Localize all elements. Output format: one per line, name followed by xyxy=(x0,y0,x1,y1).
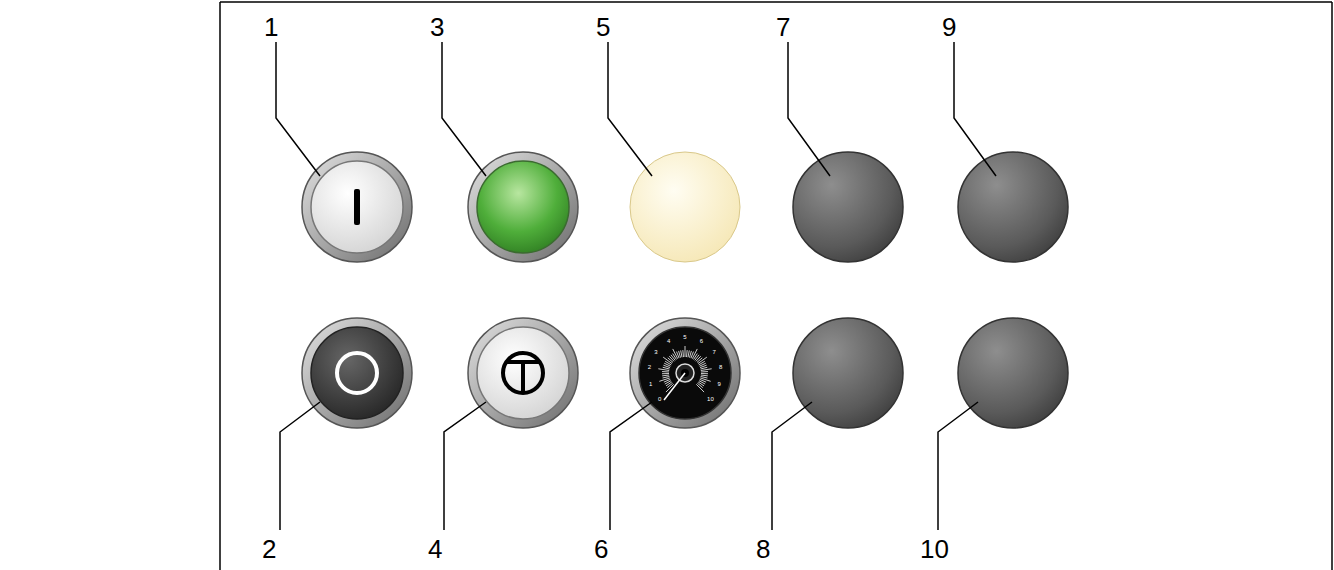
dial-scale-number: 7 xyxy=(713,349,716,355)
dial-tick xyxy=(658,369,669,371)
frame-line xyxy=(219,2,221,570)
dial-tick xyxy=(667,383,672,387)
dial-tick xyxy=(700,378,710,381)
dial-scale-number: 4 xyxy=(667,338,670,344)
blank-plug xyxy=(958,318,1068,428)
callout-number: 9 xyxy=(942,14,956,40)
dial-scale-number: 9 xyxy=(718,381,721,387)
dial-tick xyxy=(701,375,708,377)
dial-tick xyxy=(701,367,708,369)
callout-number: 2 xyxy=(262,536,276,562)
dial-tick xyxy=(671,355,675,361)
dial-tick xyxy=(696,356,701,361)
callout-number: 8 xyxy=(756,536,770,562)
dial-tick xyxy=(659,378,669,381)
frame-line xyxy=(220,1,1332,3)
blank-plug xyxy=(793,318,903,428)
green-lamp xyxy=(468,152,578,262)
dial-tick xyxy=(701,371,708,372)
dial-tick xyxy=(668,358,673,363)
dial-tick xyxy=(698,382,704,386)
dial-tick xyxy=(662,371,669,372)
dial-tick xyxy=(694,354,698,360)
dial-tick xyxy=(688,350,689,357)
dial-tick xyxy=(685,346,686,357)
dial-tick xyxy=(695,355,699,361)
dial-tick xyxy=(696,384,704,392)
dial-tick xyxy=(679,351,681,358)
dial-tick xyxy=(697,383,702,387)
dial-tick xyxy=(662,375,669,377)
dial-tick xyxy=(662,373,669,374)
on-button xyxy=(302,152,412,262)
test-button xyxy=(468,318,578,428)
frame-line xyxy=(1331,2,1333,570)
dial-scale-number: 5 xyxy=(683,334,686,340)
dial-tick xyxy=(681,350,682,357)
dial-tick xyxy=(701,373,708,374)
callout-number: 6 xyxy=(594,536,608,562)
time-dial xyxy=(630,318,740,428)
dial-tick xyxy=(669,356,674,361)
callout-number: 3 xyxy=(430,14,444,40)
dial-scale-number: 1 xyxy=(649,381,652,387)
dial-scale-number: 0 xyxy=(658,396,661,402)
dial-tick xyxy=(697,358,702,363)
dial-tick xyxy=(701,376,708,378)
dial-tick xyxy=(701,369,712,371)
blank-plug xyxy=(793,152,903,262)
dial-tick xyxy=(663,376,670,378)
dial-tick xyxy=(663,367,670,369)
blank-plug xyxy=(958,152,1068,262)
callout-number: 5 xyxy=(596,14,610,40)
dial-scale-number: 10 xyxy=(707,396,714,402)
callout-number: 7 xyxy=(776,14,790,40)
dial-tick xyxy=(682,350,684,357)
dial-scale-number: 6 xyxy=(700,338,703,344)
dial-tick xyxy=(692,349,697,359)
dial-scale-number: 2 xyxy=(648,364,651,370)
callout-number: 4 xyxy=(428,536,442,562)
dial-tick xyxy=(686,350,688,357)
dial-tick xyxy=(665,361,671,365)
dial-tick xyxy=(700,365,707,367)
dial-scale-number: 3 xyxy=(654,349,657,355)
off-button xyxy=(302,318,412,428)
dial-scale-number: 8 xyxy=(719,364,722,370)
callout-number: 10 xyxy=(920,536,949,562)
callout-number: 1 xyxy=(264,14,278,40)
leader-lines xyxy=(276,42,996,530)
